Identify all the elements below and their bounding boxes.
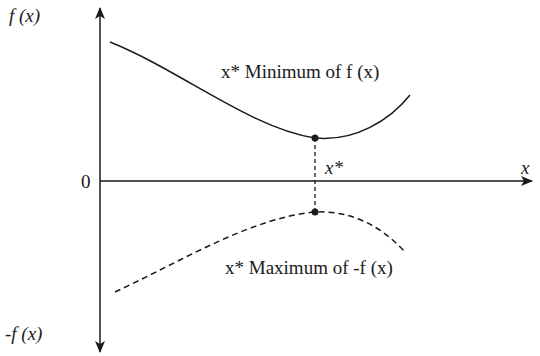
minimum-dot (312, 135, 319, 142)
axis-label: x (520, 158, 530, 179)
point-label: x* (324, 158, 344, 179)
x-axis (100, 180, 532, 182)
axis-label: -f (x) (4, 324, 43, 345)
guide-line (314, 138, 315, 212)
neg-f-curve (115, 212, 405, 292)
curve-label: x* Minimum of f (x) (220, 62, 380, 83)
y-axis-down (99, 181, 101, 352)
origin-label: 0 (80, 172, 92, 193)
f-curve (110, 42, 410, 138)
maximum-dot (312, 209, 319, 216)
y-axis-up (99, 8, 101, 181)
axis-label: f (x) (8, 6, 41, 27)
curve-label: x* Maximum of -f (x) (224, 258, 394, 279)
